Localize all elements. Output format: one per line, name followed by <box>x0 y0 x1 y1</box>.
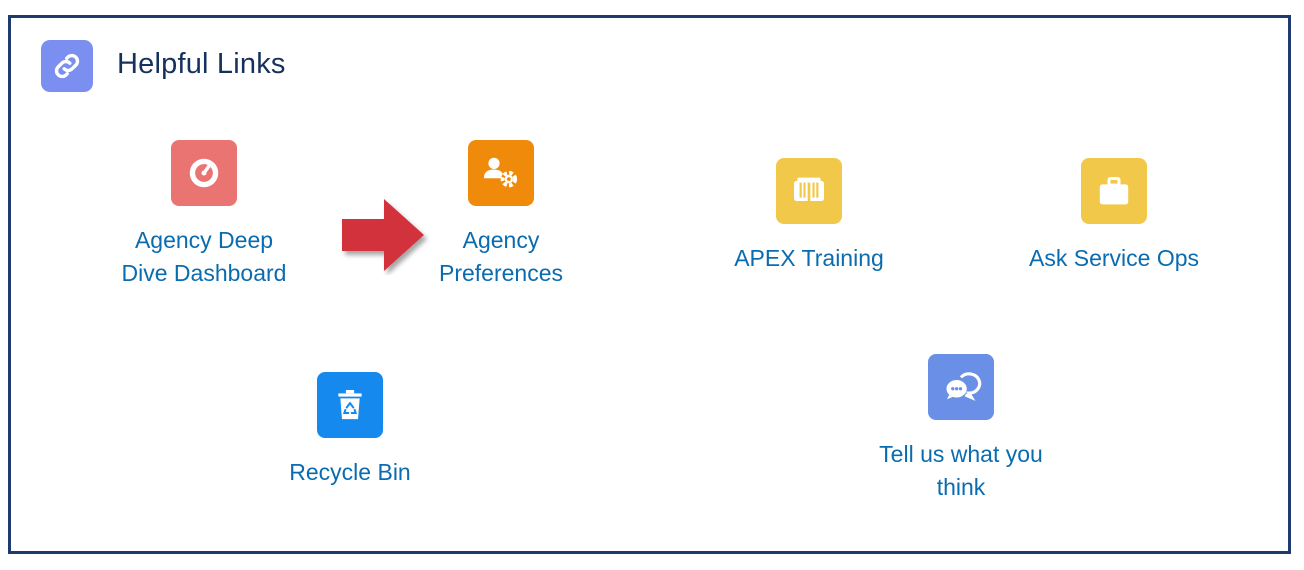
red-arrow-annotation <box>342 199 424 271</box>
helpful-links-card: Helpful Links Agency Deep Dive Dashboard <box>8 15 1291 554</box>
briefcase-icon <box>1081 158 1147 224</box>
link-label: Recycle Bin <box>289 459 411 485</box>
link-label: Agency Deep Dive Dashboard <box>121 227 287 286</box>
link-tell-us-what-you-think[interactable]: Tell us what you think <box>851 354 1071 504</box>
link-label: APEX Training <box>734 245 884 271</box>
book-icon <box>776 158 842 224</box>
link-label: Ask Service Ops <box>1029 245 1199 271</box>
link-apex-training[interactable]: APEX Training <box>699 158 919 275</box>
link-recycle-bin[interactable]: Recycle Bin <box>240 372 460 489</box>
gauge-icon <box>171 140 237 206</box>
recycle-bin-icon <box>317 372 383 438</box>
link-ask-service-ops[interactable]: Ask Service Ops <box>1004 158 1224 275</box>
link-label: Agency Preferences <box>438 227 563 286</box>
chat-bubbles-icon <box>928 354 994 420</box>
link-agency-deep-dive-dashboard[interactable]: Agency Deep Dive Dashboard <box>94 140 314 290</box>
user-settings-icon <box>468 140 534 206</box>
card-title: Helpful Links <box>117 48 286 80</box>
link-agency-preferences[interactable]: Agency Preferences <box>391 140 611 290</box>
link-label: Tell us what you think <box>879 441 1043 500</box>
link-icon <box>41 40 93 92</box>
